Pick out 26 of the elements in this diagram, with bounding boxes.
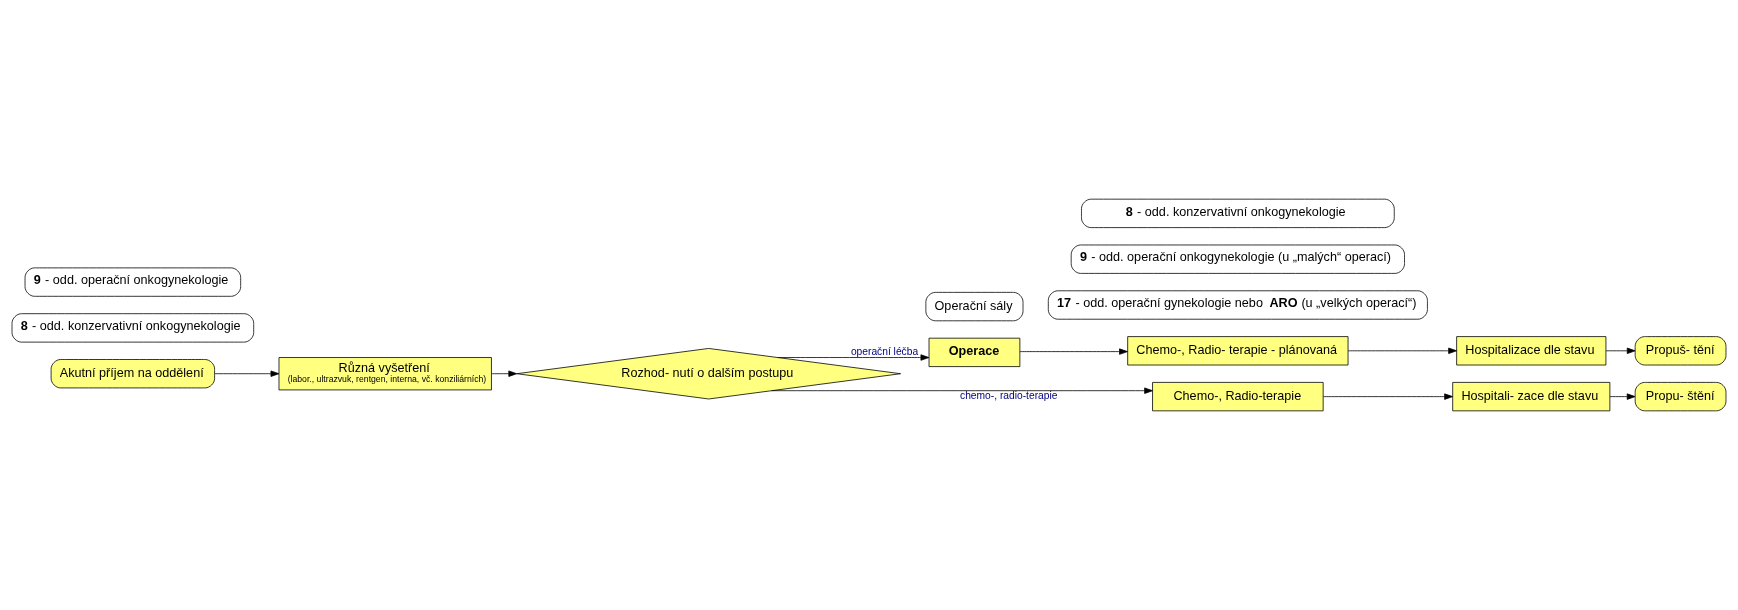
node-box: Různá vyšetření (labor., ultrazvuk, rentgen, interna, vč. konziliárních) bbox=[278, 357, 492, 391]
node-box: Hospitalizace dle stavu bbox=[1456, 336, 1607, 366]
arrow bbox=[214, 370, 280, 377]
node-box: Hospitali- zace dle stavu bbox=[1452, 382, 1611, 412]
node-box: Propuš- tění bbox=[1634, 336, 1727, 366]
arrow bbox=[1347, 347, 1457, 354]
node-box: Chemo-, Radio- terapie - plánovaná bbox=[1127, 336, 1349, 366]
arrow bbox=[777, 354, 930, 361]
edge-label: chemo-, radio-terapie bbox=[960, 389, 1058, 401]
node-box: 17 - odd. operační gynekologie nebo ARO (u „velkých operací“) bbox=[1047, 290, 1428, 320]
edge-label: operační léčba bbox=[850, 345, 919, 357]
arrow bbox=[491, 370, 518, 377]
node-box: Operace bbox=[928, 337, 1021, 367]
arrow bbox=[1605, 347, 1636, 354]
arrow bbox=[1323, 393, 1453, 400]
node-box: 8 - odd. konzervativní onkogynekologie bbox=[1081, 198, 1395, 228]
node-box: Akutní příjem na oddělení bbox=[50, 359, 215, 389]
arrow bbox=[1019, 348, 1128, 355]
node-box: Propu- štění bbox=[1634, 382, 1727, 412]
arrow bbox=[771, 387, 1153, 394]
node-box: Chemo-, Radio-terapie bbox=[1152, 382, 1324, 412]
node-box: 9 - odd. operační onkogynekologie (u „malých“ operací) bbox=[1070, 244, 1405, 274]
node-box: Operační sály bbox=[925, 291, 1024, 322]
arrow bbox=[1609, 393, 1636, 400]
node-box: 8 - odd. konzervativní onkogynekologie bbox=[11, 313, 255, 343]
node-box: 9 - odd. operační onkogynekologie bbox=[24, 267, 242, 297]
